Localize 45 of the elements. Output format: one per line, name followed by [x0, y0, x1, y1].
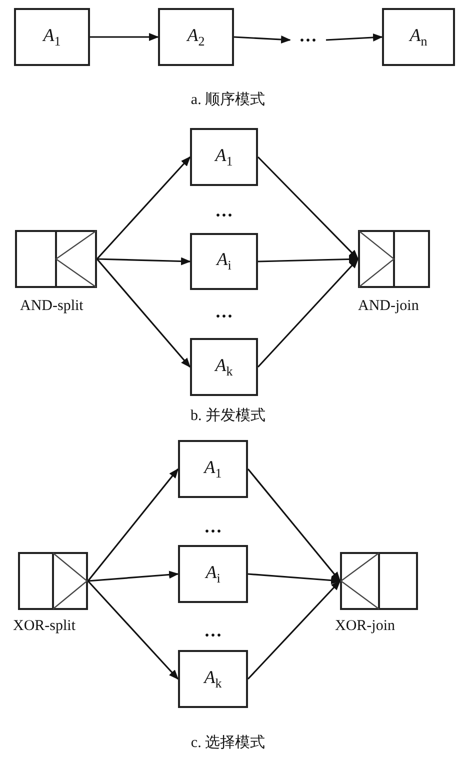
arrow — [247, 468, 341, 582]
activity-label: A$_{i}$ — [216, 249, 232, 274]
activity-label: A$_{k}$ — [215, 354, 233, 380]
activity-label: A$_{1}$ — [204, 456, 222, 482]
arrow — [234, 36, 291, 44]
gateway-label: XOR-join — [335, 618, 395, 635]
arrow — [96, 258, 191, 368]
activity-label: A$_{2}$ — [187, 24, 205, 50]
process-box — [382, 8, 455, 66]
activity-label: A$_{n}$ — [410, 24, 428, 50]
ellipsis-text: ··· — [215, 306, 233, 327]
gateway-label: XOR-split — [13, 618, 76, 635]
process-box — [158, 8, 234, 66]
arrow — [258, 255, 359, 264]
figure-caption: c. 选择模式 — [190, 734, 266, 752]
figure-caption: b. 并发模式 — [190, 406, 266, 425]
process-box — [190, 128, 258, 186]
process-box — [178, 440, 248, 498]
activity-label: A$_{1}$ — [215, 144, 233, 170]
ellipsis-text: ··· — [215, 205, 233, 226]
arrow — [87, 580, 179, 680]
arrow — [96, 156, 191, 260]
process-box — [190, 233, 258, 290]
arrow — [248, 573, 341, 584]
activity-label: A$_{i}$ — [206, 562, 220, 586]
process-box — [190, 338, 258, 396]
arrow — [257, 258, 359, 368]
figure-caption: a. 顺序模式 — [190, 90, 266, 109]
gateway-label: AND-join — [358, 298, 419, 315]
activity-label: A$_{k}$ — [204, 666, 222, 692]
process-box — [178, 650, 248, 708]
arrow — [96, 257, 191, 266]
arrow — [87, 468, 179, 582]
ellipsis-text: ··· — [290, 28, 326, 52]
process-box — [178, 545, 248, 603]
arrow — [257, 156, 359, 260]
arrow — [90, 33, 159, 41]
gateway-label: AND-split — [20, 298, 84, 315]
arrow — [88, 570, 179, 582]
activity-label: A$_{1}$ — [43, 24, 61, 50]
arrow — [326, 33, 383, 42]
arrow — [247, 580, 341, 680]
ellipsis-text: ··· — [204, 625, 222, 646]
ellipsis-text: ··· — [204, 521, 222, 542]
process-box — [14, 8, 90, 66]
